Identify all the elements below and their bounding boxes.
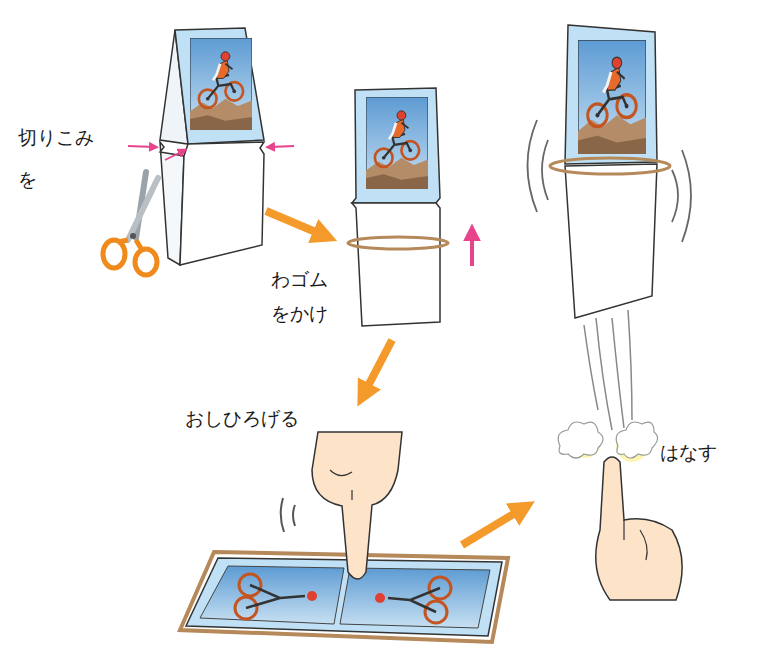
scissors	[103, 172, 158, 275]
step-label: はなす	[660, 440, 717, 464]
step-label: 切りこみ を	[18, 116, 100, 200]
step-label: おしひろげる	[185, 406, 299, 430]
step-label: わゴム をかけ	[271, 262, 337, 330]
banded-card	[348, 88, 472, 326]
folded-card	[128, 28, 294, 265]
flattened-card	[180, 552, 508, 642]
step-arrow	[462, 512, 517, 545]
releasing-hand	[596, 457, 682, 600]
step-arrow	[266, 211, 318, 233]
jumping-card	[528, 25, 692, 430]
pressing-hand	[281, 432, 402, 579]
release-burst	[558, 422, 657, 462]
step-arrow	[367, 340, 392, 388]
